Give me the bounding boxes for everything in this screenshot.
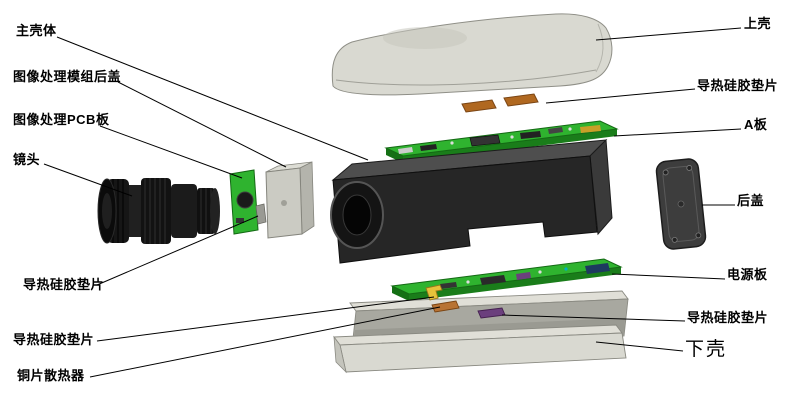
label-lens: 镜头 [13,152,41,167]
leader-thermal-pad-c [545,88,696,104]
thermal-pad-small-part [255,203,267,225]
label-upper-shell: 上壳 [744,16,772,31]
label-thermal-pad-b: 导热硅胶垫片 [13,332,95,347]
leader-thermal-pad-d [501,314,686,322]
lower-shell-part [333,290,629,374]
image-pcb-part [229,169,259,235]
main-housing-part [330,138,613,264]
upper-shell-part [331,13,613,96]
leader-lines [43,27,742,378]
leader-upper-shell [595,27,742,41]
leader-thermal-pad-b [96,296,435,342]
label-copper-heatsink: 铜片散热器 [17,368,85,383]
label-thermal-pad-c: 导热硅胶垫片 [697,78,779,93]
label-thermal-pad-d: 导热硅胶垫片 [687,310,769,325]
leader-main-housing [56,36,369,161]
label-image-pcb: 图像处理PCB板 [13,112,110,127]
label-lower-shell: 下壳 [685,339,728,360]
label-back-cover: 后盖 [737,193,765,208]
leader-image-pcb [99,125,243,179]
thermal-pads-top [461,93,539,113]
label-main-housing: 主壳体 [16,23,57,38]
label-a-board: A板 [744,117,768,132]
leader-a-board [613,128,742,137]
leader-lower-shell [595,341,684,352]
label-thermal-pad-a: 导热硅胶垫片 [23,277,105,292]
label-power-board: 电源板 [727,267,768,282]
thermal-pads-bottom [425,284,506,319]
lens-part [97,178,220,244]
leader-power-board [611,273,726,280]
back-cover-part [655,158,707,250]
label-image-module-back-cover: 图像处理模组后盖 [13,69,122,84]
leader-thermal-pad-a [96,215,259,286]
module-back-cover-part [265,161,315,239]
leader-lens [43,163,133,197]
leader-copper-heatsink [89,306,441,378]
leader-module-back-cover [117,81,287,168]
power-board-part [390,258,623,301]
